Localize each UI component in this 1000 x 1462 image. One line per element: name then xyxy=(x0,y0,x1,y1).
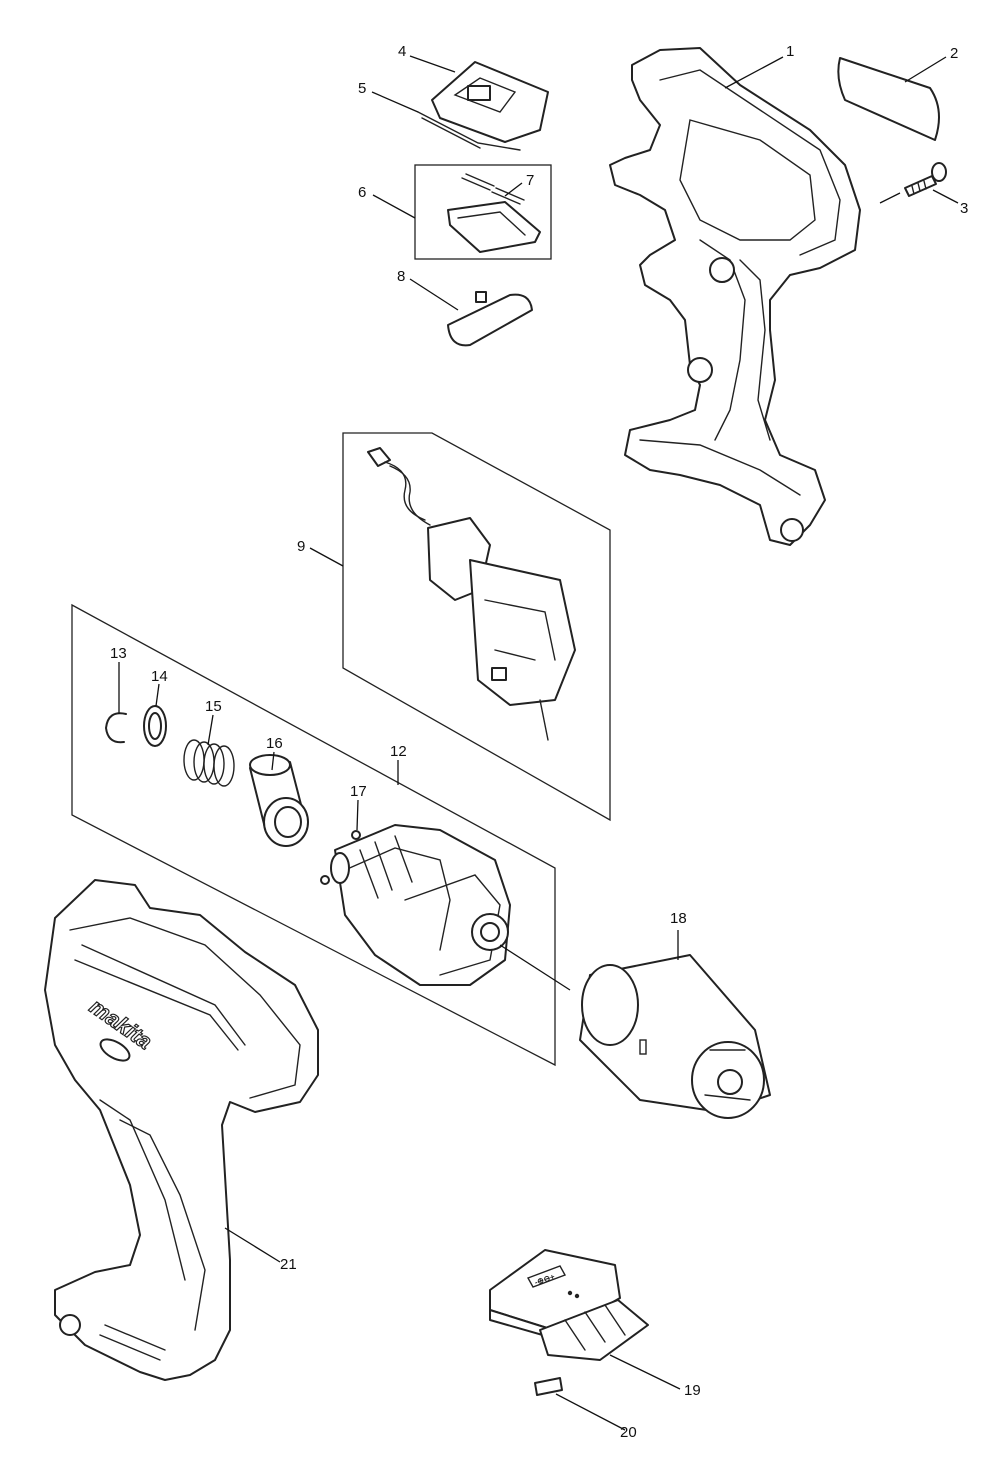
leaf-spring-part xyxy=(417,111,521,151)
callout-20: 20 xyxy=(620,1424,637,1441)
sleeve-part xyxy=(249,754,309,847)
flat-washer-part xyxy=(143,705,167,747)
steel-ball-part xyxy=(320,830,361,885)
compression-spring-part xyxy=(183,739,235,787)
housing-half-part xyxy=(609,47,861,546)
slider-spring-group-part xyxy=(414,164,552,260)
callout-4: 4 xyxy=(398,43,406,60)
callout-17: 17 xyxy=(350,783,367,800)
callout-19: 19 xyxy=(684,1382,701,1399)
gear-assembly-frame xyxy=(71,603,556,1067)
callout-5: 5 xyxy=(358,80,366,97)
callout-14: 14 xyxy=(151,668,168,685)
callout-21: 21 xyxy=(280,1256,297,1273)
callout-labels: 1 2 3 4 5 6 7 8 9 12 13 14 15 16 17 18 1… xyxy=(110,43,968,1441)
callout-18: 18 xyxy=(670,910,687,927)
callout-1: 1 xyxy=(786,43,794,60)
switch-cover-part xyxy=(431,61,549,143)
label-plate-part xyxy=(837,57,940,141)
housing-set-part: makita xyxy=(44,879,319,1381)
leader-lines xyxy=(118,55,959,1431)
callout-2: 2 xyxy=(950,45,958,62)
thermal-pad-part xyxy=(534,1377,563,1396)
callout-16: 16 xyxy=(266,735,283,752)
callout-12: 12 xyxy=(390,743,407,760)
callout-7: 7 xyxy=(526,172,534,189)
retaining-ring-part xyxy=(104,712,127,744)
callout-8: 8 xyxy=(397,268,405,285)
reversing-lever-part xyxy=(447,291,533,347)
screw-part xyxy=(904,162,947,197)
callout-3: 3 xyxy=(960,200,968,217)
callout-6: 6 xyxy=(358,184,366,201)
gear-assembly-part xyxy=(330,824,511,986)
switch-assembly-part xyxy=(342,432,611,822)
callout-9: 9 xyxy=(297,538,305,555)
motor-part xyxy=(579,954,771,1119)
controller-part: -⊕⊖+ xyxy=(489,1249,649,1361)
callout-15: 15 xyxy=(205,698,222,715)
callout-13: 13 xyxy=(110,645,127,662)
